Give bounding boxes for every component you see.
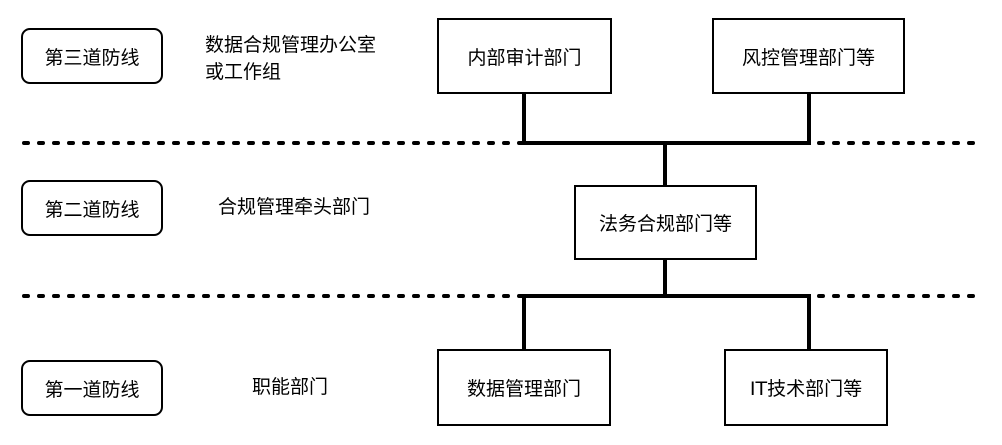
connector-bottom-bracket — [522, 294, 811, 350]
layer-description-first: 职能部门 — [252, 374, 328, 401]
layer-label: 第三道防线 — [44, 46, 140, 69]
description-line: 职能部门 — [252, 376, 329, 398]
layer-box-second-line: 第二道防线 — [21, 180, 163, 236]
layer-label: 第二道防线 — [44, 198, 140, 221]
layer-description-second: 合规管理牵头部门 — [218, 194, 370, 221]
layer-label: 第一道防线 — [44, 378, 140, 401]
description-line: 数据合规管理办公室 — [205, 34, 377, 56]
node-it-tech: IT技术部门等 — [724, 349, 888, 426]
connector-top-bracket — [522, 93, 811, 145]
layer-box-first-line: 第一道防线 — [21, 360, 163, 416]
description-line: 合规管理牵头部门 — [218, 196, 371, 218]
node-label: 风控管理部门等 — [741, 46, 875, 69]
node-legal-compliance: 法务合规部门等 — [574, 185, 757, 260]
node-label: 数据管理部门 — [466, 378, 581, 400]
layer-description-third: 数据合规管理办公室 或工作组 — [205, 32, 425, 86]
node-label: 内部审计部门 — [467, 46, 582, 69]
node-label: IT技术部门等 — [749, 378, 863, 400]
node-risk-control: 风控管理部门等 — [712, 18, 905, 94]
description-line: 或工作组 — [205, 61, 282, 83]
node-internal-audit: 内部审计部门 — [437, 18, 612, 94]
node-data-management: 数据管理部门 — [437, 349, 611, 426]
layer-box-third-line: 第三道防线 — [21, 28, 163, 84]
node-label: 法务合规部门等 — [598, 213, 732, 235]
